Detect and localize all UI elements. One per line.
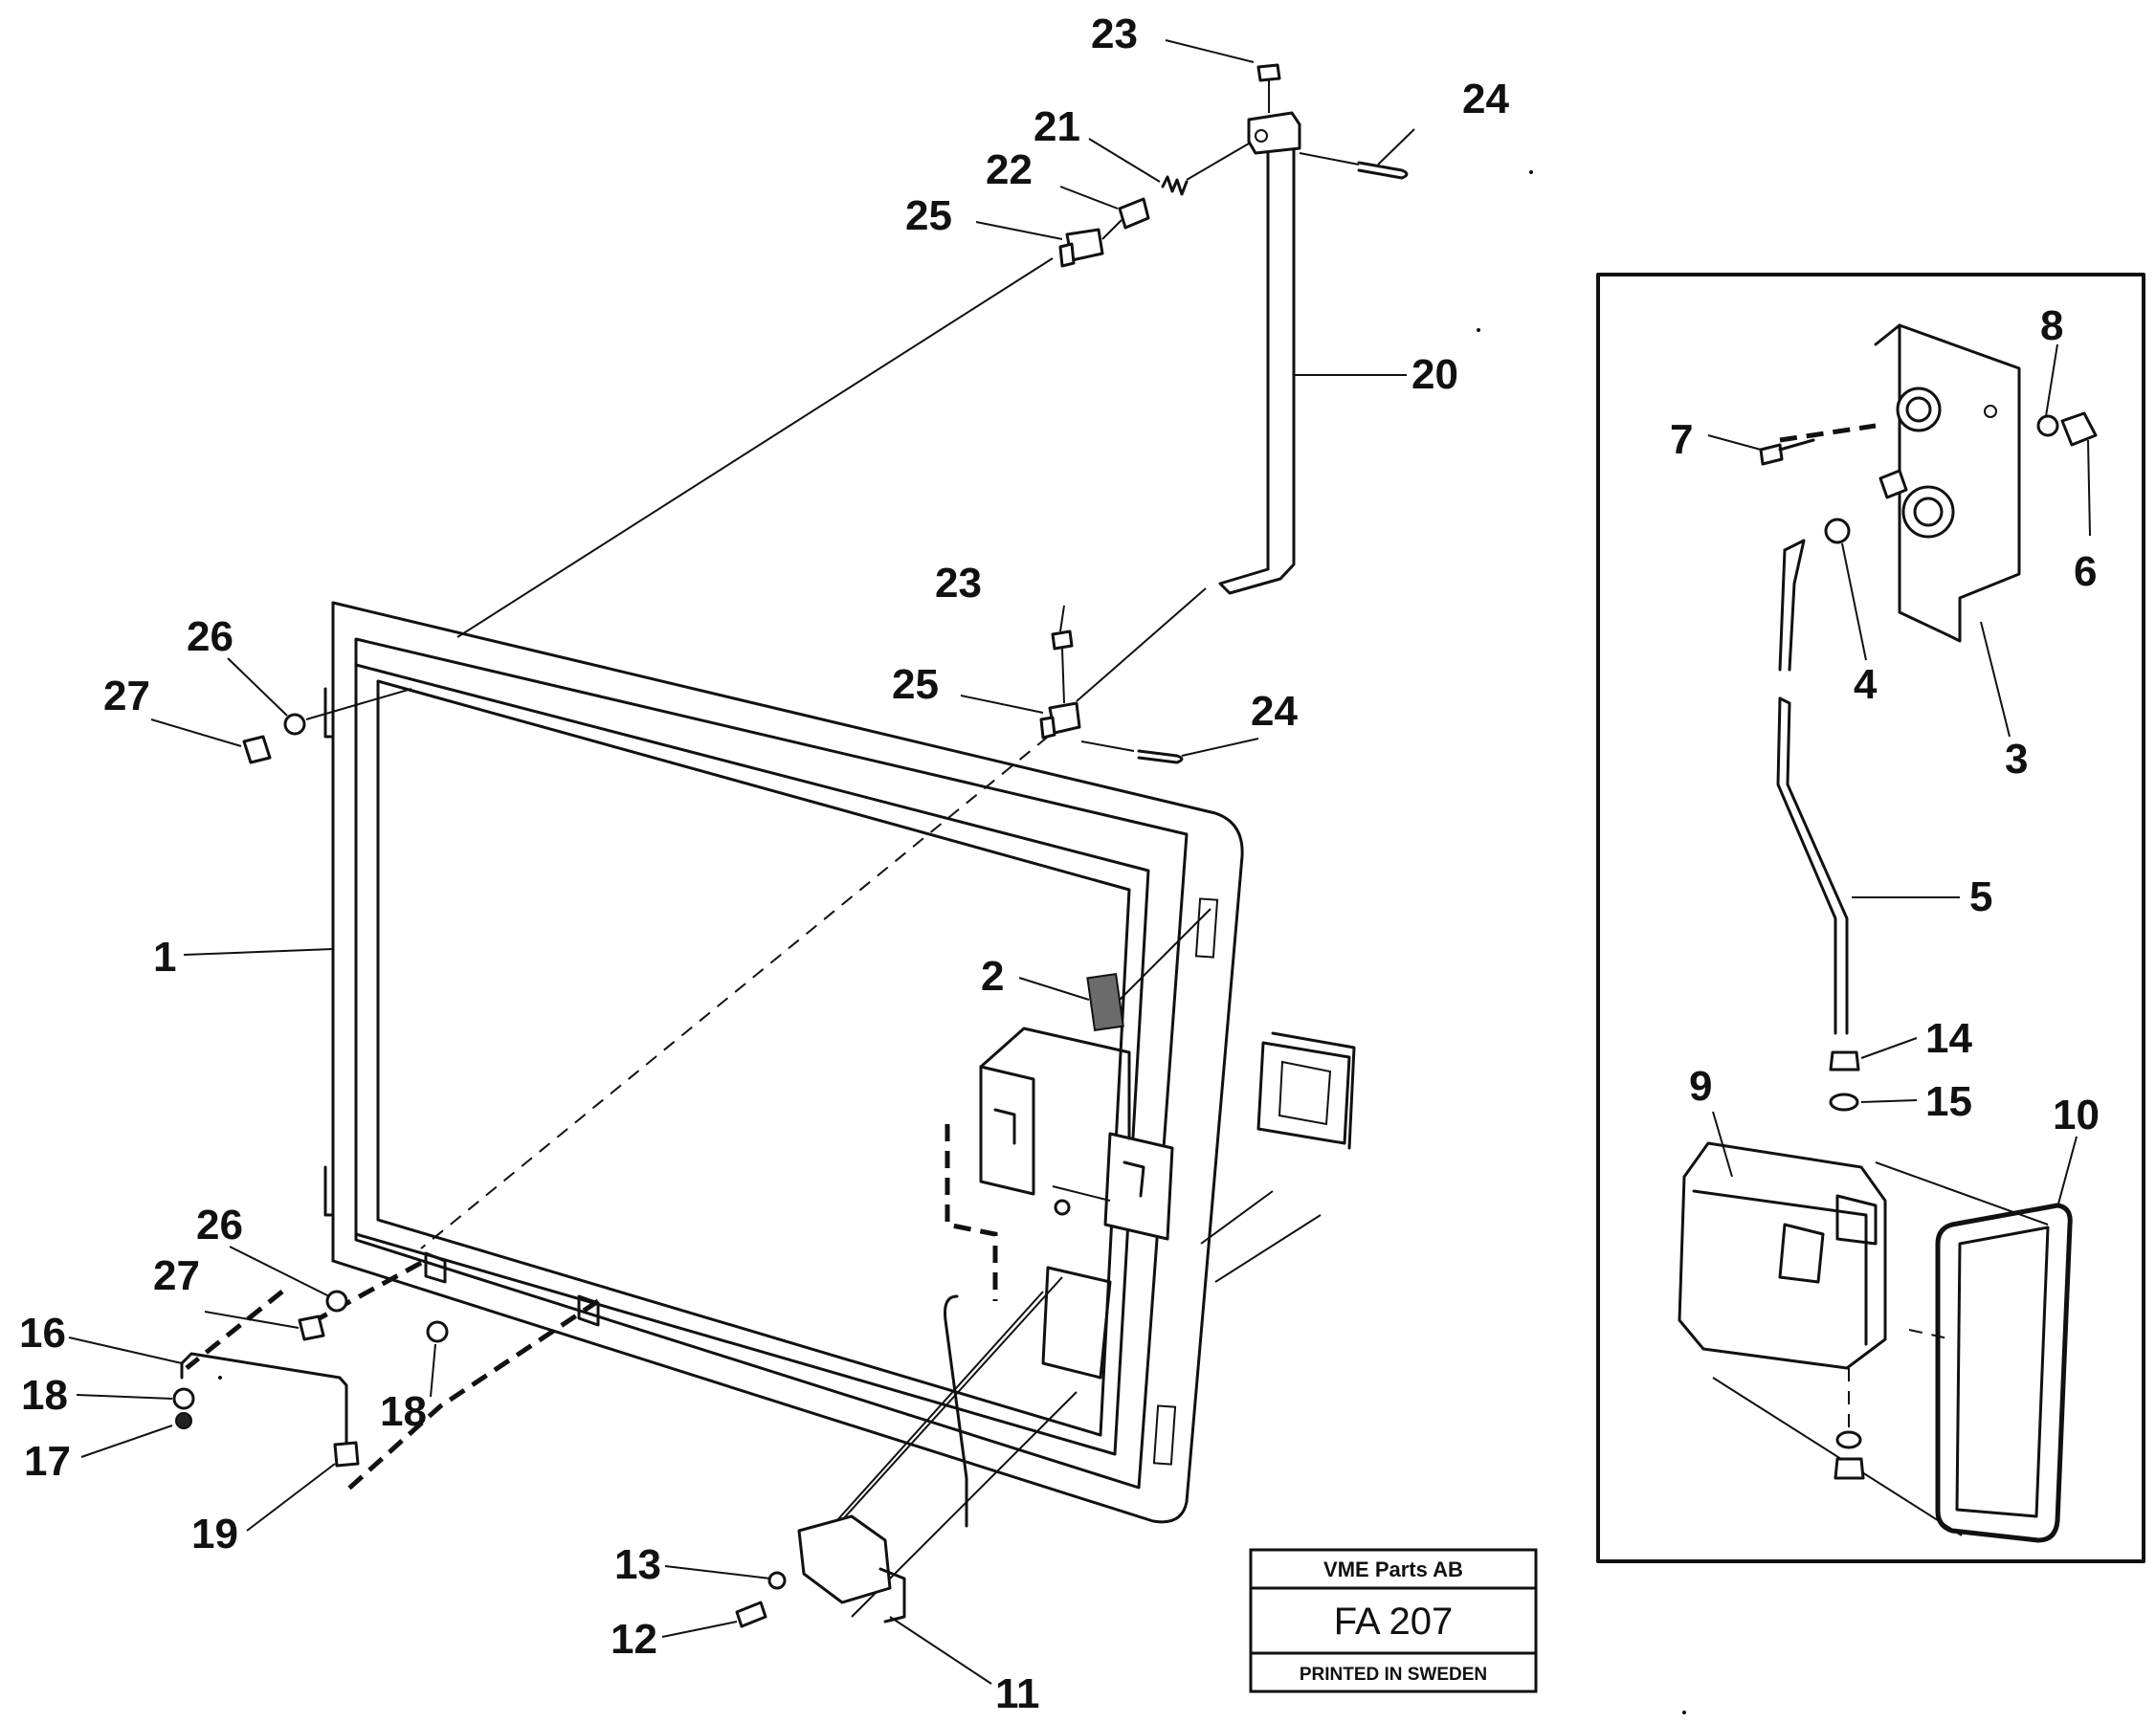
callout-24: 24 xyxy=(1251,688,1298,735)
callout-27: 27 xyxy=(103,673,150,719)
drawing-code: FA 207 xyxy=(1334,1601,1454,1643)
leader-lines xyxy=(185,257,1322,1618)
callout-leaders xyxy=(68,39,2091,1685)
callout-25: 25 xyxy=(905,192,952,239)
callout-12: 12 xyxy=(611,1616,657,1663)
callout-17: 17 xyxy=(24,1438,71,1485)
scan-specks xyxy=(218,170,1686,1714)
lock-bracket xyxy=(945,1027,1174,1301)
callout-4: 4 xyxy=(1854,661,1878,708)
callout-27: 27 xyxy=(153,1252,200,1299)
callout-10: 10 xyxy=(2053,1092,2100,1138)
callout-11: 11 xyxy=(995,1670,1040,1717)
callout-25: 25 xyxy=(892,661,939,708)
lock-detail-inset xyxy=(1596,273,2145,1563)
callout-7: 7 xyxy=(1670,416,1693,463)
callout-18: 18 xyxy=(380,1388,427,1435)
title-block: VME Parts AB FA 207 PRINTED IN SWEDEN xyxy=(1249,1548,1538,1693)
callout-labels: 23 24 21 22 25 20 23 24 25 26 27 1 2 26 … xyxy=(19,11,2100,1717)
callout-24: 24 xyxy=(1462,76,1509,122)
callout-1: 1 xyxy=(153,934,176,981)
callout-18: 18 xyxy=(21,1372,68,1419)
door-panel-frame xyxy=(323,601,1244,1524)
callout-20: 20 xyxy=(1411,351,1458,398)
callout-6: 6 xyxy=(2074,548,2097,595)
callout-23: 23 xyxy=(1091,11,1138,57)
callout-21: 21 xyxy=(1034,103,1080,150)
printed-note: PRINTED IN SWEDEN xyxy=(1300,1665,1487,1685)
callout-3: 3 xyxy=(2005,736,2028,783)
callout-15: 15 xyxy=(1925,1078,1972,1125)
callout-14: 14 xyxy=(1925,1015,1972,1062)
callout-2: 2 xyxy=(981,953,1004,1000)
callout-8: 8 xyxy=(2040,302,2063,349)
callout-23: 23 xyxy=(935,560,982,607)
callout-22: 22 xyxy=(986,146,1033,193)
callout-9: 9 xyxy=(1689,1063,1712,1110)
callout-13: 13 xyxy=(614,1541,661,1588)
callout-26: 26 xyxy=(196,1202,243,1248)
callout-26: 26 xyxy=(187,613,233,660)
callout-19: 19 xyxy=(191,1511,238,1557)
callout-5: 5 xyxy=(1969,873,1992,920)
company-name: VME Parts AB xyxy=(1323,1557,1463,1581)
latch-rod-assembly xyxy=(172,63,1409,1628)
callout-16: 16 xyxy=(19,1310,66,1357)
